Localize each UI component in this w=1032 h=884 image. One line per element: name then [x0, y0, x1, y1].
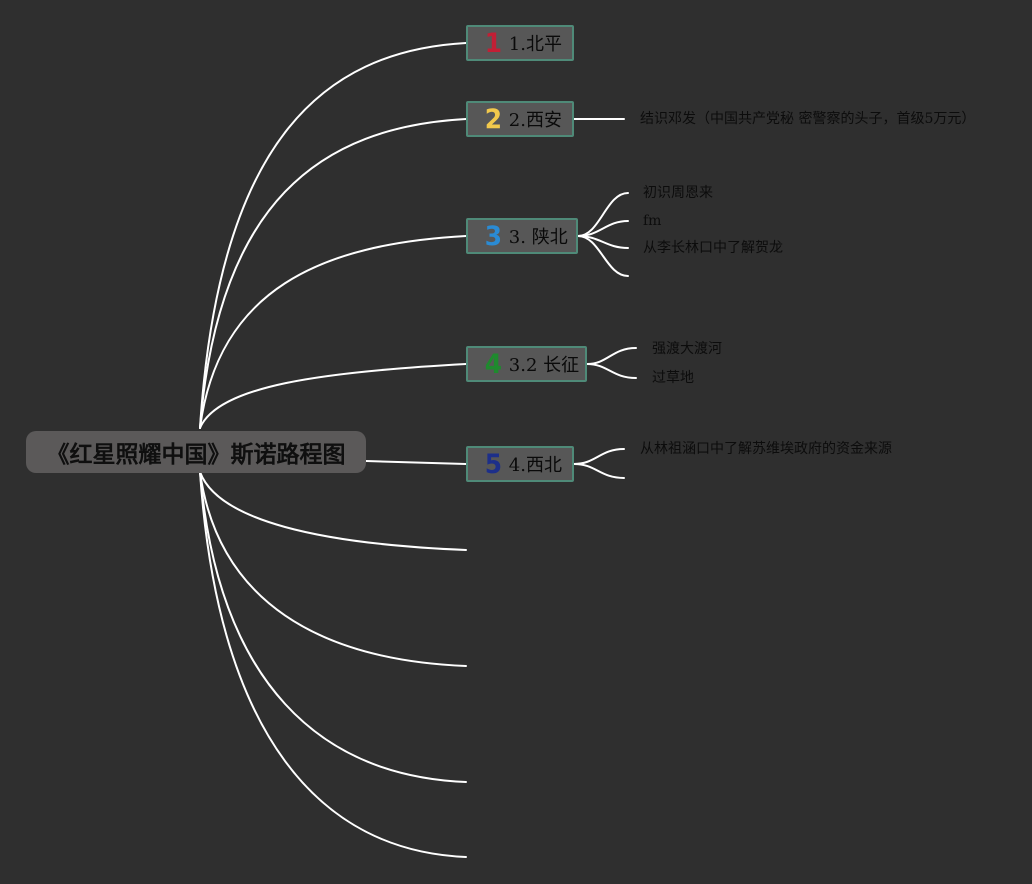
number-three-icon: 3: [484, 220, 503, 252]
number-five-icon: 5: [484, 448, 503, 480]
leaf-connector-northwest-2: [573, 463, 625, 479]
number-two-icon: 2: [484, 103, 503, 135]
leaf-connector-long-march-1: [586, 347, 637, 365]
number-four-icon: 4: [484, 348, 503, 380]
branch-topic-shaanbei[interactable]: 3 3. 陕北: [466, 218, 578, 254]
branch-topic-xian[interactable]: 2 2.西安: [466, 101, 574, 137]
leaf-connector-northwest-1: [573, 448, 625, 465]
empty-branch-connector-1: [199, 471, 467, 551]
branch-topic-long-march[interactable]: 4 3.2 长征: [466, 346, 587, 382]
root-topic[interactable]: 《红星照耀中国》斯诺路程图: [26, 431, 366, 473]
number-one-icon: 1: [484, 27, 503, 59]
branch-label: 2.西安: [508, 110, 562, 131]
branch-topic-northwest[interactable]: 5 4.西北: [466, 446, 574, 482]
leaf-topic-grassland[interactable]: 过草地: [652, 370, 694, 386]
leaf-topic-soviet-funding[interactable]: 从林祖涵口中了解苏维埃政府的资金来源: [640, 441, 892, 457]
root-topic-label: 《红星照耀中国》斯诺路程图: [46, 442, 346, 468]
leaf-connector-long-march-2: [586, 363, 637, 379]
branch-label: 4.西北: [508, 455, 562, 476]
branch-connector-3: [199, 235, 467, 429]
branch-label: 3.2 长征: [508, 355, 580, 376]
leaf-connector-shaanbei-4: [577, 235, 629, 277]
branch-connector-2: [199, 118, 467, 429]
empty-branch-connector-2: [199, 471, 467, 667]
leaf-topic-dadu-river[interactable]: 强渡大渡河: [652, 341, 722, 357]
branch-connector-1: [199, 42, 467, 429]
empty-branch-connector-4: [199, 471, 467, 858]
branch-connector-4: [199, 363, 467, 429]
branch-topic-beiping[interactable]: 1 1.北平: [466, 25, 574, 61]
leaf-topic-deng-fa[interactable]: 结识邓发（中国共产党秘 密警察的头子，首级5万元）: [640, 111, 976, 127]
branch-label: 3. 陕北: [508, 227, 568, 248]
leaf-topic-he-long[interactable]: 从李长林口中了解贺龙: [643, 240, 783, 256]
leaf-topic-zhou-enlai[interactable]: 初识周恩来: [643, 185, 713, 201]
branch-label: 1.北平: [508, 34, 562, 55]
empty-branch-connector-3: [199, 471, 467, 783]
branch-connector-5: [365, 460, 467, 465]
leaf-topic-fm[interactable]: fm: [643, 213, 662, 229]
